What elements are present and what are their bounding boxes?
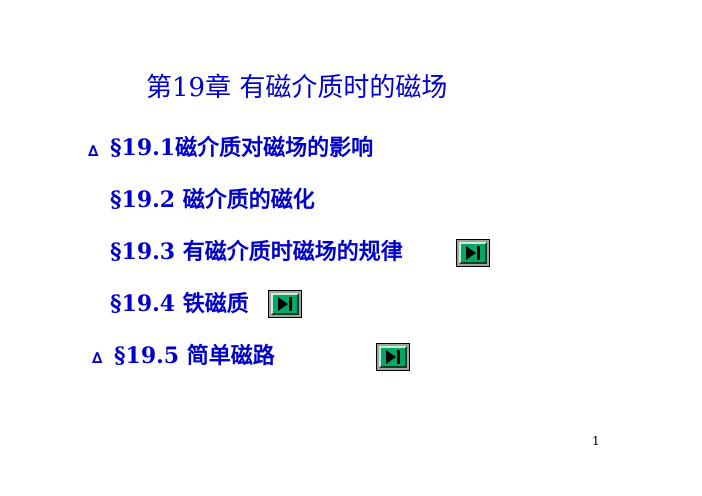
skip-forward-icon (278, 297, 292, 311)
bullet-19-5: ∆ (92, 349, 103, 367)
nav-button-19-3[interactable] (456, 239, 490, 267)
toc-item-19-2[interactable]: §19.2 磁介质的磁化 (110, 187, 315, 213)
bullet-19-1: ∆ (88, 142, 99, 160)
skip-forward-icon (466, 246, 480, 260)
skip-forward-icon (386, 350, 400, 364)
page-number: 1 (592, 434, 600, 448)
nav-button-19-5[interactable] (376, 343, 410, 371)
toc-item-19-4[interactable]: §19.4 铁磁质 (110, 291, 249, 317)
slide-title: 第19章 有磁介质时的磁场 (146, 73, 448, 103)
toc-item-19-3[interactable]: §19.3 有磁介质时磁场的规律 (110, 239, 403, 265)
toc-item-19-1[interactable]: §19.1磁介质对磁场的影响 (110, 135, 374, 161)
nav-button-19-4[interactable] (268, 290, 302, 318)
toc-item-19-5[interactable]: §19.5 简单磁路 (114, 343, 275, 369)
